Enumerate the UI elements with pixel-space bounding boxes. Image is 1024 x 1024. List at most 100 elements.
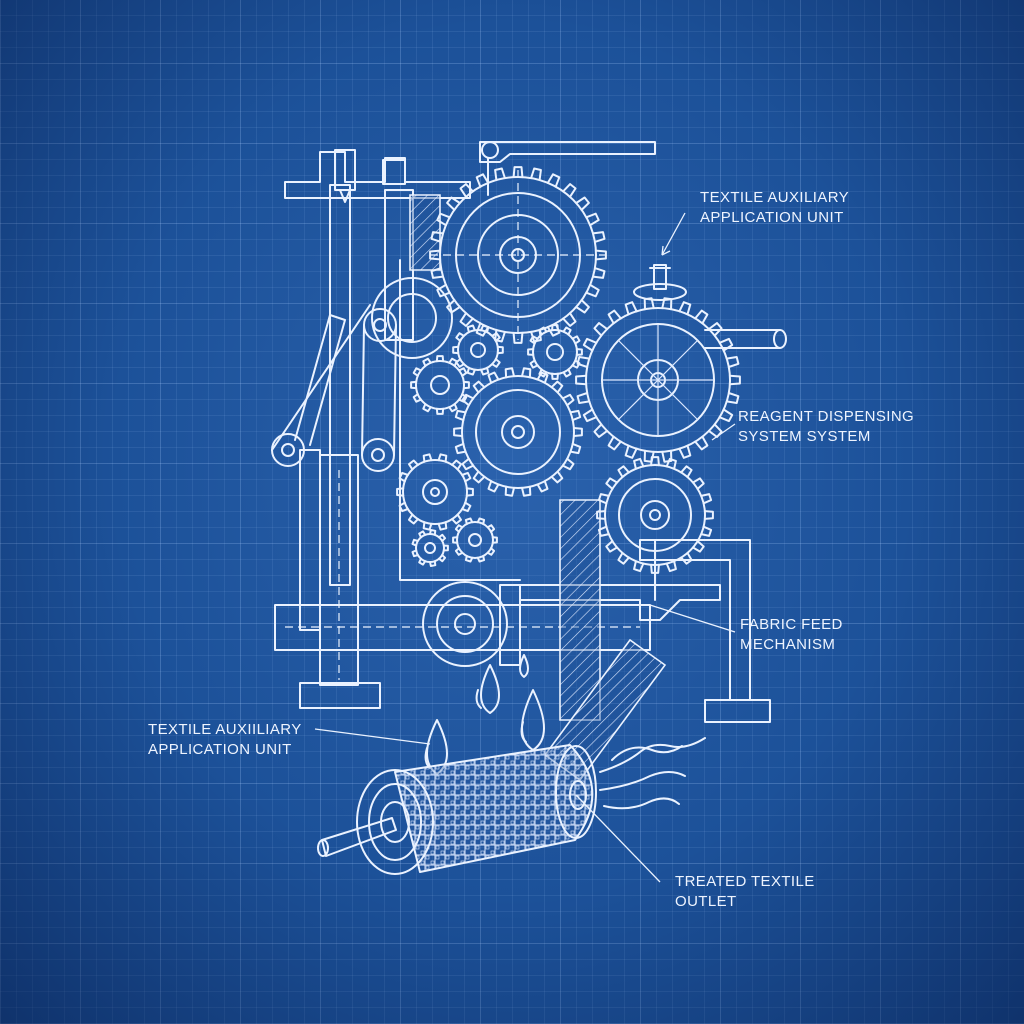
gear-tooth — [512, 331, 524, 344]
gear-tooth — [561, 457, 575, 471]
gear-tooth — [412, 367, 422, 377]
gear-tooth — [529, 335, 539, 345]
gear-tooth — [650, 456, 660, 467]
gear-tooth — [422, 453, 433, 463]
gear-tooth — [475, 322, 490, 337]
gear-tooth — [436, 283, 451, 298]
gear-center — [461, 375, 575, 489]
gear-tooth — [661, 297, 673, 311]
gear-tooth — [527, 348, 535, 356]
gear-tooth — [530, 167, 542, 181]
gear-tooth — [453, 427, 464, 437]
gear-tooth — [593, 423, 609, 438]
gear-tooth — [692, 477, 705, 490]
gear-tooth — [448, 403, 458, 413]
gear-tooth — [707, 423, 723, 438]
gear-tooth — [725, 392, 740, 404]
gear-tooth — [466, 324, 476, 334]
gear-tooth — [446, 196, 461, 211]
gear-tooth — [718, 337, 734, 352]
gear-tooth — [451, 459, 462, 471]
gear-tooth — [633, 457, 645, 470]
gear-tooth — [435, 407, 445, 415]
gear-tooth — [680, 465, 693, 478]
gear-tooth — [430, 267, 444, 279]
gear-tooth — [408, 513, 419, 525]
gear-tooth — [491, 536, 498, 544]
gear-tooth — [572, 427, 583, 437]
gear-tooth — [571, 335, 581, 345]
gear-tooth — [459, 183, 474, 198]
gear-tooth — [455, 332, 465, 342]
gear-tooth — [437, 453, 448, 463]
gear-tooth — [550, 470, 564, 484]
gear-tooth — [454, 547, 464, 556]
gear-tooth — [504, 367, 515, 379]
main-frame — [274, 184, 787, 723]
label-treated-outlet: TREATED TEXTILE OUTLET — [675, 873, 815, 910]
gear-tooth — [592, 267, 606, 279]
gear-tooth — [458, 393, 468, 403]
gear-tooth — [692, 540, 705, 553]
gear-tooth — [665, 457, 677, 470]
gear-tooth — [597, 525, 610, 537]
gear-tooth — [707, 322, 723, 337]
gear-tooth — [422, 357, 432, 367]
gear-tooth — [605, 540, 618, 553]
top-bracket — [284, 141, 656, 203]
gear-train — [402, 170, 731, 601]
gear-tooth — [452, 536, 459, 544]
gear-tooth — [459, 312, 474, 327]
gear-tooth — [458, 367, 468, 377]
gear-tooth — [455, 358, 465, 368]
gear-tooth — [624, 301, 638, 316]
gear-tooth — [694, 435, 709, 451]
gear-tooth — [454, 524, 464, 533]
gear-tooth — [576, 392, 591, 404]
gear-tooth — [562, 312, 577, 327]
gear-tooth — [398, 471, 409, 483]
gear-tooth — [678, 301, 692, 316]
gear-tooth — [597, 493, 610, 505]
gear-tooth — [465, 487, 474, 497]
gear-tooth — [464, 555, 474, 563]
gear-tooth — [585, 212, 600, 227]
gear-tooth — [442, 544, 449, 552]
gear-tooth — [454, 442, 467, 455]
gear-tooth — [576, 356, 591, 368]
gear-tooth — [624, 444, 638, 459]
gear-tooth — [575, 348, 583, 356]
gear-tooth — [486, 524, 496, 533]
label-fabric-feed: FABRIC FEED MECHANISM — [740, 616, 843, 653]
gear-tooth — [496, 345, 504, 355]
gear-tooth — [461, 457, 475, 471]
gear-tooth — [538, 326, 548, 336]
gear-tooth — [418, 530, 427, 539]
gear-tooth — [504, 485, 515, 497]
gear-tooth — [418, 557, 427, 566]
gear-tooth — [475, 173, 490, 188]
gear-tooth — [438, 533, 447, 542]
gear-tooth — [491, 358, 501, 368]
gear-lower-right — [604, 464, 706, 601]
gear-tooth — [480, 366, 490, 376]
gear-tooth — [461, 471, 472, 483]
gear-tooth — [617, 465, 630, 478]
gear-tooth — [538, 368, 548, 378]
gear-tooth — [575, 196, 590, 211]
gear-tooth — [546, 173, 561, 188]
label-reagent-dispensing: REAGENT DISPENSING SYSTEM SYSTEM — [738, 408, 915, 445]
gear-tooth — [594, 249, 607, 261]
gear-tooth — [562, 368, 572, 378]
gear-large-top — [430, 170, 606, 340]
gear-tooth — [678, 444, 692, 459]
gear-tooth — [694, 309, 709, 325]
gear-tooth — [430, 231, 444, 243]
gear-tooth — [582, 337, 598, 352]
callout-leaders — [314, 212, 736, 883]
gear-tooth — [607, 435, 622, 451]
gear-tooth — [562, 183, 577, 198]
gear-tooth — [472, 380, 486, 394]
